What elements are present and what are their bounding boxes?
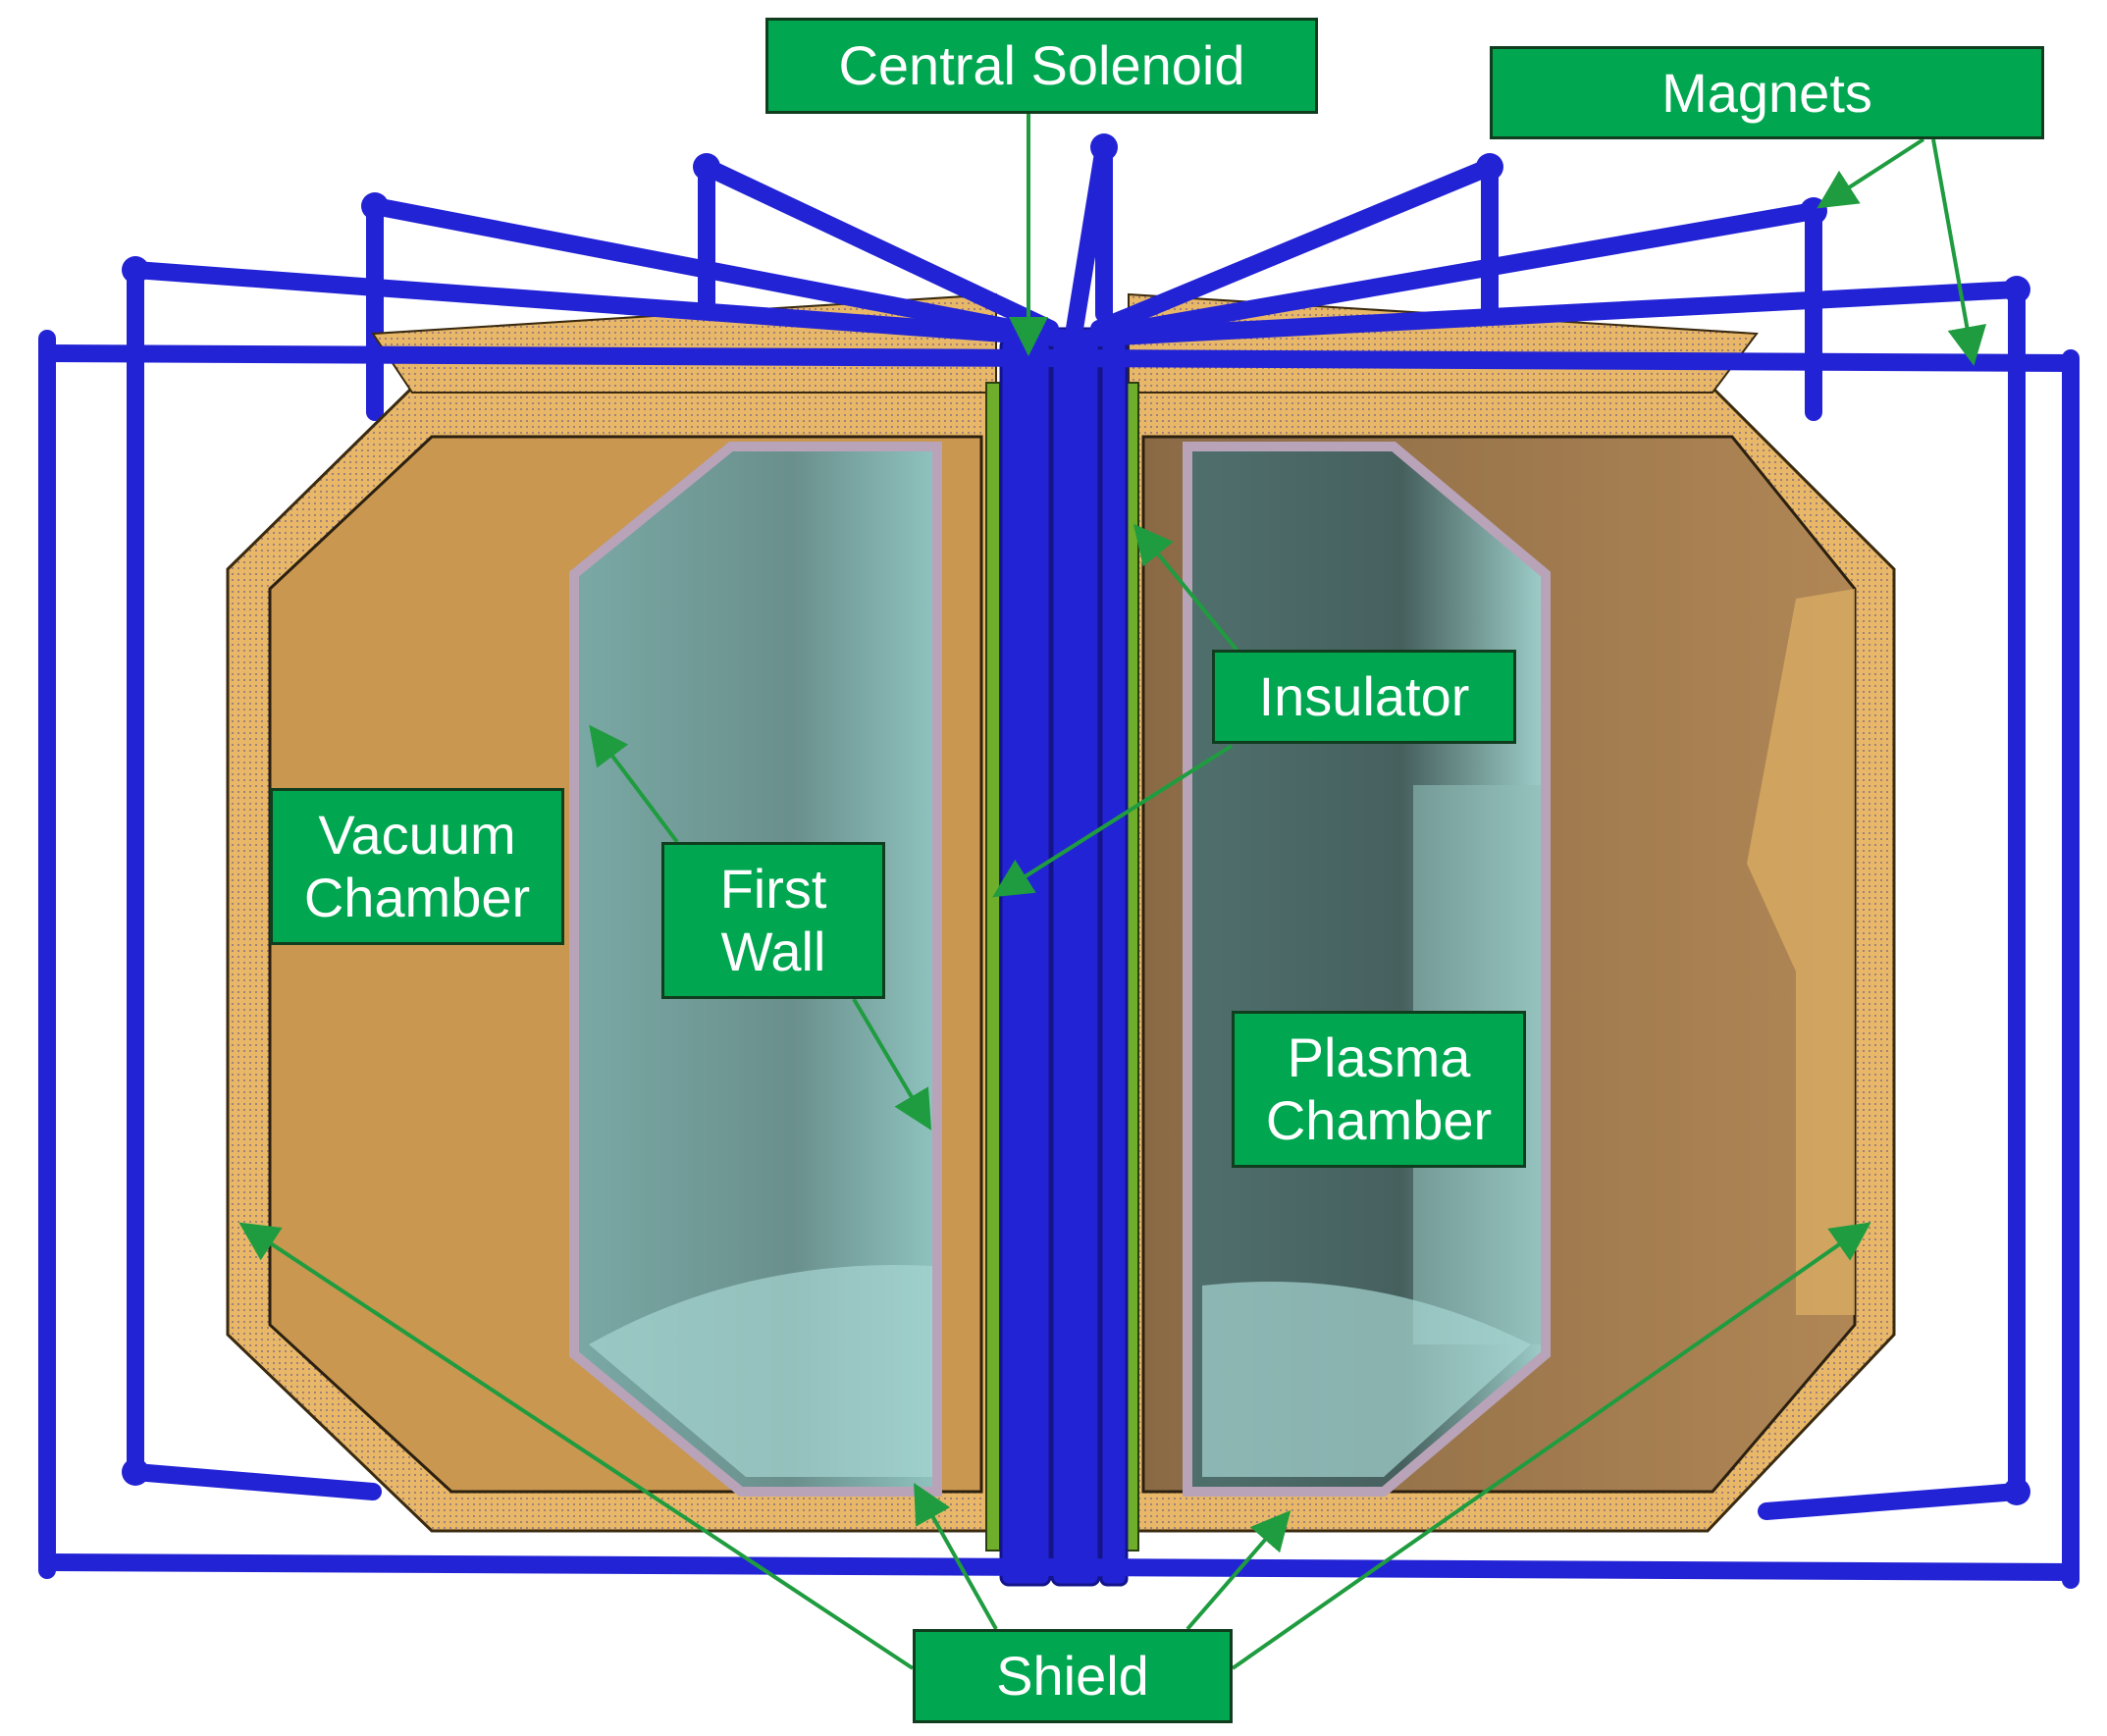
arrow-shield-3 bbox=[1185, 1509, 1291, 1631]
label-vacuum-chamber: Vacuum Chamber bbox=[270, 788, 564, 945]
label-plasma-chamber: Plasma Chamber bbox=[1232, 1011, 1526, 1168]
arrow-insulator-1 bbox=[1133, 523, 1238, 652]
arrow-shield-1 bbox=[238, 1222, 915, 1670]
arrow-first-wall-1 bbox=[589, 724, 679, 844]
leader-arrows bbox=[238, 114, 1987, 1670]
label-insulator: Insulator bbox=[1212, 650, 1516, 744]
magnet-coils-front bbox=[38, 138, 2080, 1589]
arrow-magnets-2 bbox=[1931, 138, 1987, 366]
label-central-solenoid: Central Solenoid bbox=[765, 18, 1318, 114]
arrow-shield-2 bbox=[914, 1483, 998, 1630]
arrow-insulator-2 bbox=[992, 744, 1234, 898]
label-shield: Shield bbox=[913, 1629, 1233, 1723]
label-magnets: Magnets bbox=[1490, 46, 2044, 139]
central-solenoid bbox=[999, 327, 1129, 1587]
label-first-wall: First Wall bbox=[661, 842, 885, 999]
arrow-shield-4 bbox=[1231, 1222, 1871, 1670]
arrow-magnets-1 bbox=[1817, 137, 1925, 209]
magnet-joints bbox=[122, 133, 2030, 1505]
arrow-first-wall-2 bbox=[852, 997, 932, 1131]
